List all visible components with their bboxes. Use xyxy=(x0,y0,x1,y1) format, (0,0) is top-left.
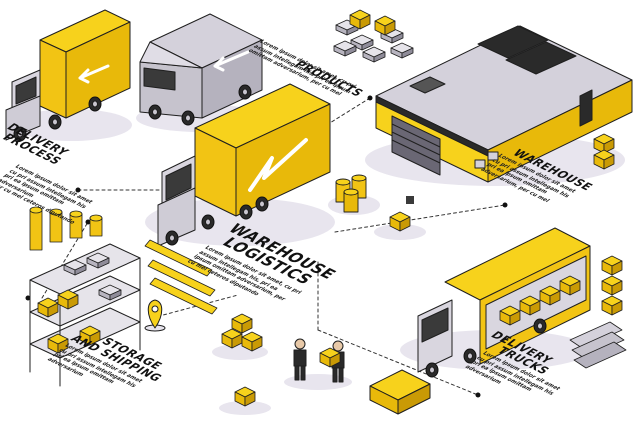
central-semi-truck-icon xyxy=(145,83,335,247)
boxes-on-pallet-icon xyxy=(212,313,268,360)
grey-pipes-icon xyxy=(569,321,627,369)
warehouse-workers-icon xyxy=(284,338,352,390)
location-pin-icon xyxy=(144,299,166,332)
open-delivery-truck-icon xyxy=(400,227,591,378)
parcel-scale-icon xyxy=(374,196,426,240)
warehouse-building-icon xyxy=(365,25,633,186)
storage-shelf-icon xyxy=(29,243,141,387)
yellow-rolls-icon xyxy=(29,206,103,251)
box-pallet-bottom-icon xyxy=(219,386,271,415)
yellow-beams-icon xyxy=(144,239,218,315)
product-packages-icon xyxy=(333,9,414,63)
barrels-on-pallet-icon xyxy=(328,174,380,215)
yellow-box-truck-icon xyxy=(5,9,132,142)
flat-box-icon xyxy=(369,369,431,415)
